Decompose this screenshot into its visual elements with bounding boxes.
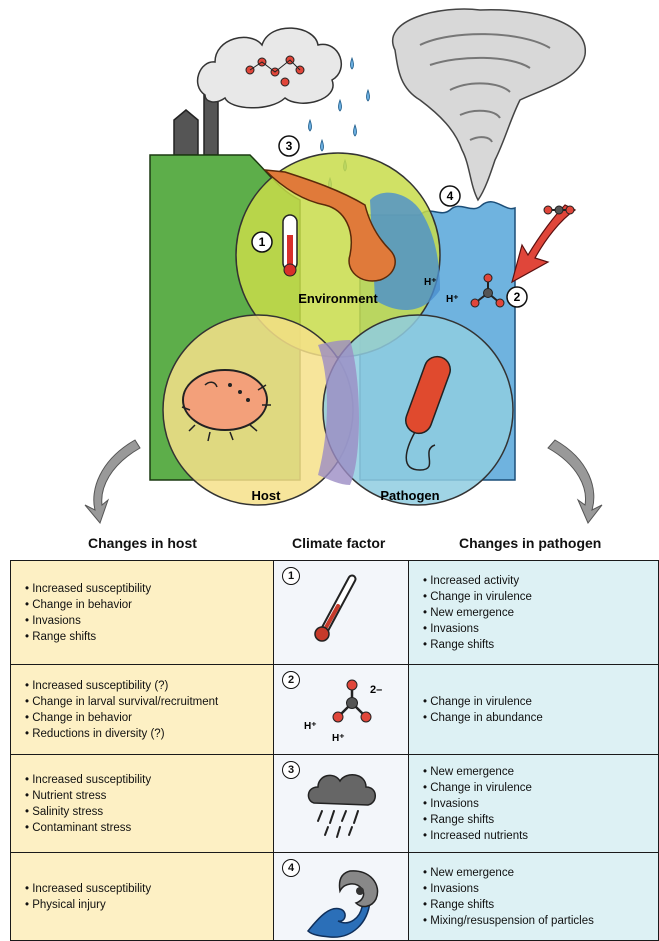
list-item: Change in virulence bbox=[423, 694, 658, 710]
pathogen-changes-list: New emergence Change in virulence Invasi… bbox=[423, 764, 658, 844]
list-item: Increased nutrients bbox=[423, 828, 658, 844]
pathogen-changes-list: Increased activity Change in virulence N… bbox=[423, 573, 658, 653]
host-changes-list: Increased susceptibility Physical injury bbox=[25, 881, 274, 913]
list-item: New emergence bbox=[423, 605, 658, 621]
list-item: Contaminant stress bbox=[25, 820, 274, 836]
factor-number-4-marker: 4 bbox=[440, 186, 460, 206]
list-item: Mixing/resuspension of particles bbox=[423, 913, 658, 929]
list-item: Range shifts bbox=[25, 629, 274, 645]
factor-number-2-marker: 2 bbox=[507, 287, 527, 307]
factor-number-3-marker: 3 bbox=[279, 136, 299, 156]
list-item: Increased activity bbox=[423, 573, 658, 589]
thermometer-icon bbox=[310, 571, 370, 651]
factor-number-badge: 4 bbox=[282, 859, 300, 877]
list-item: Invasions bbox=[423, 796, 658, 812]
factor-number-badge: 3 bbox=[282, 761, 300, 779]
list-item: Increased susceptibility (?) bbox=[25, 678, 274, 694]
storm-wave-icon bbox=[300, 861, 390, 941]
host-changes-list: Increased susceptibility (?) Change in l… bbox=[25, 678, 274, 742]
table-row-3-climate-cell: 3 bbox=[273, 754, 410, 854]
list-item: Reductions in diversity (?) bbox=[25, 726, 274, 742]
list-item: Invasions bbox=[423, 621, 658, 637]
svg-text:2: 2 bbox=[514, 290, 521, 304]
list-item: Salinity stress bbox=[25, 804, 274, 820]
list-item: Physical injury bbox=[25, 897, 274, 913]
list-item: Change in virulence bbox=[423, 780, 658, 796]
list-item: Range shifts bbox=[423, 637, 658, 653]
svg-text:3: 3 bbox=[286, 139, 293, 153]
list-item: Change in virulence bbox=[423, 589, 658, 605]
table-row-4-climate-cell: 4 bbox=[273, 852, 410, 941]
list-item: Change in behavior bbox=[25, 597, 274, 613]
list-item: Change in abundance bbox=[423, 710, 658, 726]
svg-text:4: 4 bbox=[447, 189, 454, 203]
list-item: Change in larval survival/recruitment bbox=[25, 694, 274, 710]
table-row-4-pathogen-cell: New emergence Invasions Range shifts Mix… bbox=[408, 852, 659, 941]
table-row-2-host-cell: Increased susceptibility (?) Change in l… bbox=[10, 664, 275, 756]
host-label: Host bbox=[252, 488, 282, 503]
h-plus-molecule-label: H⁺ bbox=[446, 294, 459, 305]
table-row-3-pathogen-cell: New emergence Change in virulence Invasi… bbox=[408, 754, 659, 854]
table-row-1-pathogen-cell: Increased activity Change in virulence N… bbox=[408, 560, 659, 666]
table-row-1-climate-cell: 1 bbox=[273, 560, 410, 666]
host-column-header: Changes in host bbox=[88, 535, 197, 551]
list-item: Range shifts bbox=[423, 812, 658, 828]
list-item: Invasions bbox=[423, 881, 658, 897]
svg-text:H⁺: H⁺ bbox=[304, 721, 317, 732]
svg-text:1: 1 bbox=[259, 235, 266, 249]
climate-effects-table: Increased susceptibility Change in behav… bbox=[10, 560, 659, 941]
pathogen-column-header: Changes in pathogen bbox=[459, 535, 601, 551]
pathogen-arrow-icon bbox=[548, 440, 602, 523]
list-item: New emergence bbox=[423, 764, 658, 780]
list-item: Invasions bbox=[25, 613, 274, 629]
environment-label: Environment bbox=[298, 291, 378, 306]
rain-cloud-icon bbox=[304, 765, 384, 845]
table-row-4-host-cell: Increased susceptibility Physical injury bbox=[10, 852, 275, 941]
svg-text:2–: 2– bbox=[370, 684, 382, 696]
list-item: New emergence bbox=[423, 865, 658, 881]
list-item: Nutrient stress bbox=[25, 788, 274, 804]
list-item: Range shifts bbox=[423, 897, 658, 913]
pollution-cloud-icon bbox=[198, 28, 342, 108]
table-row-1-host-cell: Increased susceptibility Change in behav… bbox=[10, 560, 275, 666]
host-changes-list: Increased susceptibility Change in behav… bbox=[25, 581, 274, 645]
carbonate-ion-icon: 2– H⁺ H⁺ bbox=[294, 671, 404, 751]
svg-text:H⁺: H⁺ bbox=[332, 733, 345, 744]
tornado-icon bbox=[393, 9, 586, 200]
list-item: Increased susceptibility bbox=[25, 881, 274, 897]
climate-column-header: Climate factor bbox=[292, 535, 385, 551]
table-row-2-pathogen-cell: Change in virulence Change in abundance bbox=[408, 664, 659, 756]
pathogen-changes-list: Change in virulence Change in abundance bbox=[423, 694, 658, 726]
pathogen-label: Pathogen bbox=[380, 488, 439, 503]
table-row-3-host-cell: Increased susceptibility Nutrient stress… bbox=[10, 754, 275, 854]
host-changes-list: Increased susceptibility Nutrient stress… bbox=[25, 772, 274, 836]
climate-disease-illustration: H⁺ H⁺ 1 2 3 4 Environment Host Pathogen bbox=[0, 0, 659, 525]
pathogen-changes-list: New emergence Invasions Range shifts Mix… bbox=[423, 865, 658, 929]
list-item: Increased susceptibility bbox=[25, 581, 274, 597]
list-item: Change in behavior bbox=[25, 710, 274, 726]
thermometer-icon bbox=[283, 215, 297, 276]
list-item: Increased susceptibility bbox=[25, 772, 274, 788]
host-arrow-icon bbox=[85, 440, 140, 523]
factor-number-1-marker: 1 bbox=[252, 232, 272, 252]
factor-number-badge: 1 bbox=[282, 567, 300, 585]
table-row-2-climate-cell: 2 2– H⁺ H⁺ bbox=[273, 664, 410, 756]
h-plus-water-label: H⁺ bbox=[424, 277, 437, 288]
